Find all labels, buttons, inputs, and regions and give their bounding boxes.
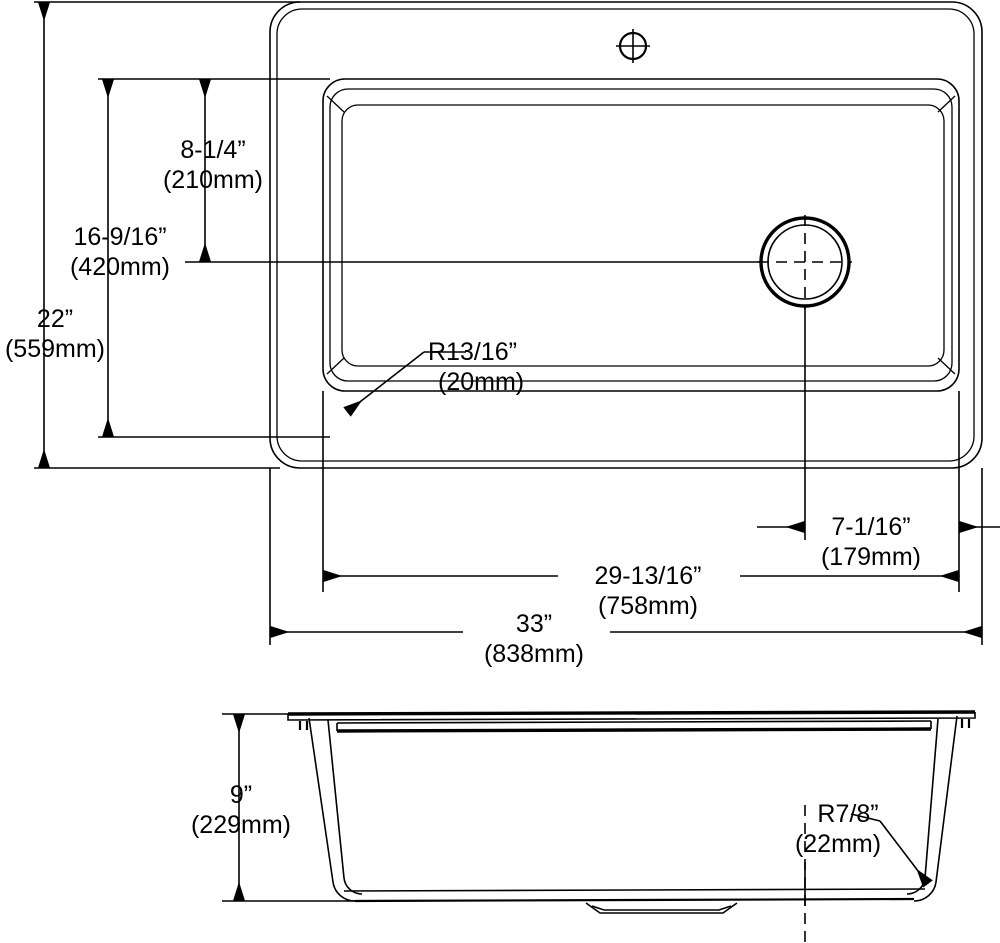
deck-plate-thickness	[287, 712, 976, 721]
leader-line-radius-top	[343, 351, 425, 417]
sink-deck-inner-edge	[276, 8, 975, 462]
leader-shoulder-radius-elev	[850, 813, 881, 822]
top-view-extension-lines	[34, 1, 983, 645]
bowl-wall-left-inner	[327, 719, 363, 895]
dim-overall-depth-imperial: 22”	[37, 305, 73, 333]
dimension-overall-depth: 22” (559mm)	[5, 1, 105, 468]
dimension-bowl-width: 29-13/16” (758mm)	[323, 562, 959, 620]
bowl-rim-outer	[322, 78, 960, 392]
dimension-drain-from-right: 7-1/16” (179mm)	[757, 513, 1000, 571]
rim-ledge-ends	[336, 721, 932, 731]
callout-radius-elev-imperial: R7/8”	[817, 800, 878, 828]
top-view-sink-outline	[269, 1, 983, 469]
corner-blend-top-left	[326, 95, 345, 113]
deck-top-surface-line	[287, 710, 976, 716]
dimension-bowl-height: 9” (229mm)	[191, 714, 291, 901]
dim-bowl-height-metric: (229mm)	[191, 811, 291, 839]
callout-radius-elev-metric: (22mm)	[795, 830, 881, 858]
bowl-rim-inner	[329, 88, 953, 382]
callout-radius-top-imperial: R13/16”	[428, 338, 517, 366]
bowl-wall-right-inner	[906, 718, 939, 895]
bowl-floor-inner-line	[343, 888, 926, 892]
dim-drain-right-metric: (179mm)	[821, 543, 921, 571]
dimension-drain-from-rear: 8-1/4” (210mm)	[163, 79, 263, 262]
callout-corner-radius-elevation: R7/8” (22mm)	[795, 800, 933, 888]
dimension-overall-width: 33” (838mm)	[270, 610, 982, 668]
dim-bowl-depth-imperial: 16-9/16”	[73, 223, 166, 251]
rim-ledge-upper	[336, 720, 932, 724]
dim-drain-rear-metric: (210mm)	[163, 166, 263, 194]
callout-corner-radius-top-view: R13/16” (20mm)	[343, 338, 524, 417]
rim-ledge-lower	[336, 727, 932, 733]
bowl-bottom-outer-line	[354, 897, 915, 903]
leader-line-radius-elev	[879, 820, 933, 888]
elevation-extension-lines	[222, 713, 806, 943]
sink-deck-outer-edge	[269, 1, 983, 469]
dim-overall-width-imperial: 33”	[516, 610, 552, 638]
bowl-floor-outline	[341, 104, 945, 367]
corner-blend-top-right	[937, 95, 956, 113]
bowl-wall-left-outer	[308, 717, 356, 902]
top-view-centerlines	[185, 215, 852, 540]
callout-radius-top-metric: (20mm)	[438, 368, 524, 396]
mounting-clip-marks	[298, 719, 971, 730]
dimension-bowl-depth: 16-9/16” (420mm)	[70, 79, 170, 437]
bowl-wall-right-outer	[913, 715, 958, 902]
corner-blend-bottom-right	[937, 357, 956, 375]
dim-bowl-height-imperial: 9”	[230, 781, 252, 809]
drain-boss-outline	[585, 902, 738, 914]
corner-blend-bottom-left	[326, 357, 345, 375]
dim-overall-width-metric: (838mm)	[484, 640, 584, 668]
dim-bowl-width-imperial: 29-13/16”	[594, 562, 701, 590]
faucet-hole	[616, 29, 650, 63]
dim-drain-right-imperial: 7-1/16”	[831, 513, 910, 541]
drain-boss-inner	[591, 905, 732, 911]
dim-drain-rear-imperial: 8-1/4”	[180, 136, 245, 164]
dim-bowl-depth-metric: (420mm)	[70, 253, 170, 281]
dim-bowl-width-metric: (758mm)	[598, 592, 698, 620]
dim-overall-depth-metric: (559mm)	[5, 335, 105, 363]
